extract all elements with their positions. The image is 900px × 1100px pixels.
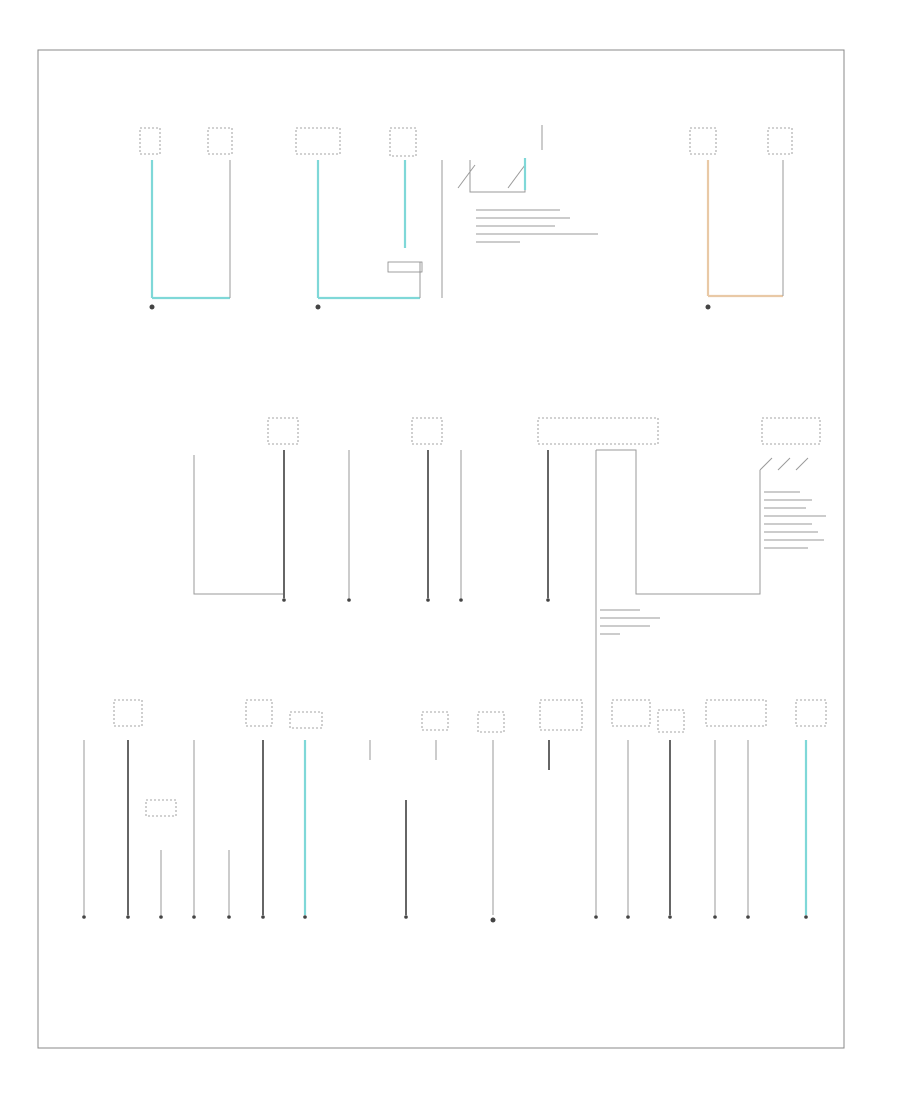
connector-4 [389, 127, 417, 157]
wire-m8 [596, 449, 761, 595]
connector-b1 [113, 699, 143, 727]
connector-b3 [289, 711, 323, 729]
wire-m9 [759, 457, 809, 471]
top-middle-ground-circuit [295, 127, 443, 310]
ground-point-1 [149, 304, 155, 310]
top-right-ground-circuit [689, 127, 793, 310]
gnd-b1 [82, 915, 86, 919]
connector-b8 [657, 709, 685, 733]
diag-wire-1 [457, 164, 476, 189]
connector-b5 [477, 711, 505, 733]
connector-b10 [795, 699, 827, 727]
gnd-m4 [459, 598, 463, 602]
connector-b9 [705, 699, 767, 727]
gnd-b4 [192, 915, 196, 919]
gnd-b12 [668, 915, 672, 919]
splice-box [387, 261, 423, 273]
wire-7 [419, 160, 443, 298]
gnd-b7 [303, 915, 307, 919]
gnd-b2 [126, 915, 130, 919]
top-bracket-module [457, 125, 598, 243]
gnd-b8 [404, 915, 408, 919]
gnd-m3 [426, 598, 430, 602]
top-left-ground-circuit [139, 127, 233, 310]
connector-1 [139, 127, 161, 155]
wire-m1 [193, 455, 284, 595]
gnd-b10 [594, 915, 598, 919]
bottom-ground-circuit [82, 699, 827, 923]
connector-b2 [245, 699, 273, 727]
ground-point-2 [315, 304, 321, 310]
gnd-m2 [347, 598, 351, 602]
connector-b7 [611, 699, 651, 727]
gnd-m5 [546, 598, 550, 602]
gnd-m1 [282, 598, 286, 602]
gnd-b13 [713, 915, 717, 919]
connector-2 [207, 127, 233, 155]
connector-10 [761, 417, 821, 445]
connector-9 [537, 417, 659, 445]
gnd-b3 [159, 915, 163, 919]
middle-ground-circuit [193, 417, 826, 915]
gnd-b14 [746, 915, 750, 919]
mid-note-ticks [600, 491, 826, 635]
connector-6 [767, 127, 793, 155]
diagram-frame [37, 49, 845, 1049]
gnd-b5 [227, 915, 231, 919]
ground-point-3 [705, 304, 711, 310]
connector-b11 [145, 799, 177, 817]
connector-7 [267, 417, 299, 445]
connector-8 [411, 417, 443, 445]
note-ticks [476, 209, 598, 243]
connector-5 [689, 127, 717, 155]
diag-wire-2 [507, 164, 526, 189]
connector-b4 [421, 711, 449, 731]
gnd-b6 [261, 915, 265, 919]
gnd-b9 [490, 917, 496, 923]
connector-b6 [539, 699, 583, 731]
gnd-b15 [804, 915, 808, 919]
gnd-b11 [626, 915, 630, 919]
connector-3 [295, 127, 341, 155]
